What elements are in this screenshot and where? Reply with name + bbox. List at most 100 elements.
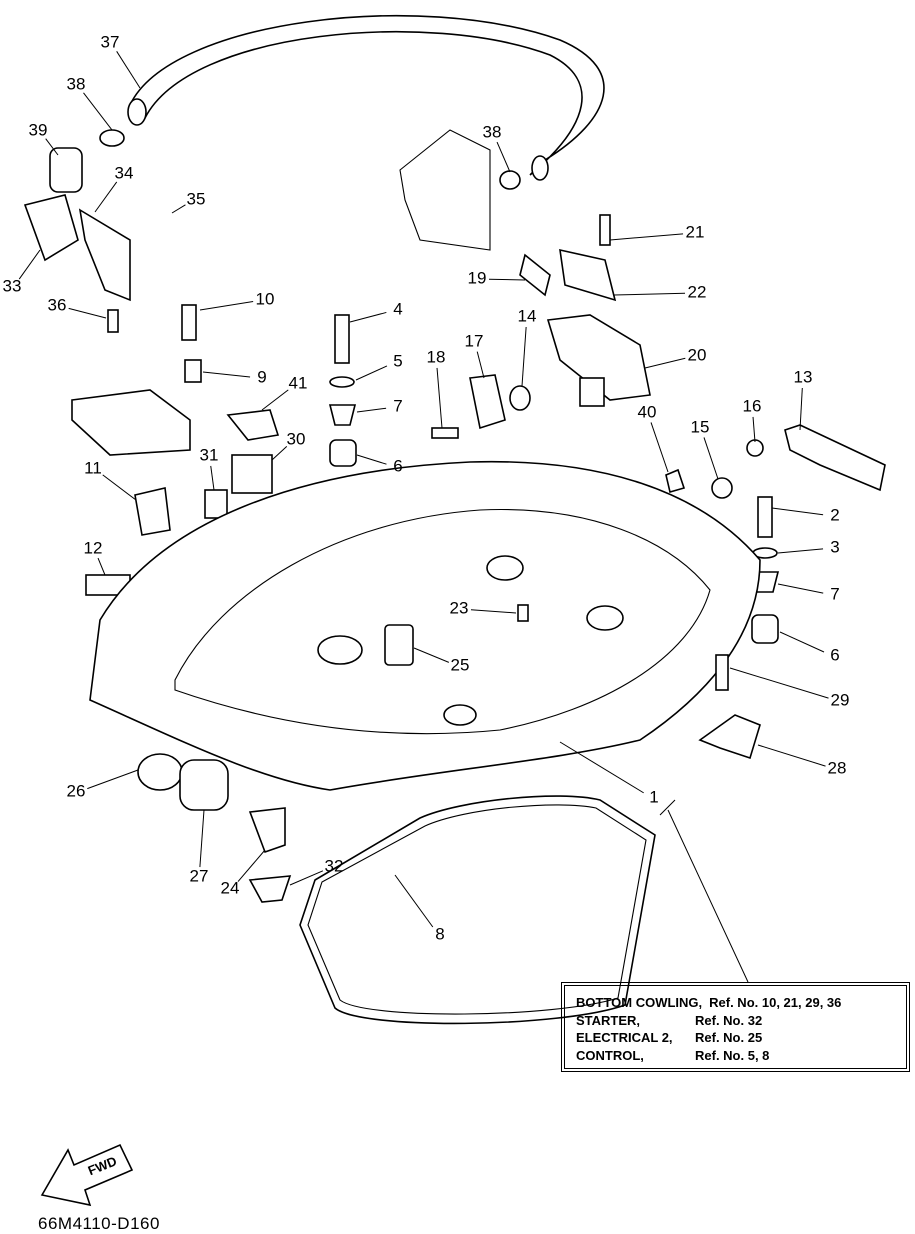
leader-line	[613, 292, 686, 296]
callout-29: 29	[831, 690, 850, 709]
mount-hole	[317, 635, 363, 665]
leader-line	[356, 454, 387, 465]
table-leader-line	[659, 799, 749, 983]
mount-hole	[586, 605, 624, 631]
callout-12: 12	[84, 538, 103, 557]
hose	[129, 15, 605, 176]
callout-27: 27	[190, 866, 209, 885]
grommet-25	[384, 624, 414, 666]
callout-28: 28	[828, 758, 847, 777]
callout-6: 6	[830, 645, 839, 664]
leader-line	[771, 507, 824, 516]
callout-20: 20	[688, 345, 707, 364]
callout-39: 39	[29, 120, 48, 139]
diagram-code: 66M4110-D160	[38, 1214, 160, 1233]
bracket-34	[78, 208, 131, 302]
leader-line	[87, 769, 139, 790]
leader-line	[777, 548, 824, 554]
ref-group: BOTTOM COWLING,	[576, 995, 703, 1010]
callout-25: 25	[451, 655, 470, 674]
bolt-29	[715, 654, 729, 691]
tab	[579, 377, 605, 407]
collar-9	[184, 359, 202, 383]
leader-line	[271, 446, 288, 461]
leader-line	[349, 311, 387, 323]
leader-line	[210, 465, 215, 491]
leader-line	[83, 92, 113, 131]
callout-1: 1	[649, 787, 658, 806]
washer-5	[329, 376, 355, 388]
leader-line	[237, 849, 266, 882]
callout-26: 26	[67, 781, 86, 800]
callout-31: 31	[200, 445, 219, 464]
bolt-4	[334, 314, 350, 364]
ref-row: ELECTRICAL 2,Ref. No. 25	[576, 1029, 906, 1047]
leader-line	[650, 422, 669, 473]
leader-line	[496, 141, 511, 173]
leader-line	[289, 870, 324, 886]
mount-hole	[443, 704, 477, 726]
leader-line	[413, 647, 450, 663]
callout-30: 30	[287, 429, 306, 448]
leader-line	[436, 367, 443, 429]
leader-line	[199, 809, 205, 868]
leader-line	[356, 407, 387, 413]
callout-41: 41	[289, 373, 308, 392]
leader-line	[644, 357, 686, 369]
callout-24: 24	[221, 878, 240, 897]
callout-6: 6	[393, 456, 402, 475]
callout-13: 13	[794, 367, 813, 386]
callout-16: 16	[743, 396, 762, 415]
ref-group: CONTROL,	[576, 1047, 644, 1063]
clamp	[99, 129, 125, 147]
seal-8	[299, 795, 656, 1025]
leader-line	[476, 351, 485, 379]
bracket-assembly	[71, 389, 191, 456]
bolt-10	[181, 304, 197, 341]
clamp	[499, 170, 521, 190]
leader-line	[488, 278, 526, 281]
callout-14: 14	[518, 306, 537, 325]
leader-line	[729, 667, 829, 699]
label-41	[226, 409, 280, 441]
collar-7	[328, 404, 357, 426]
leader-line	[97, 557, 106, 576]
callout-21: 21	[686, 222, 705, 241]
switch-28	[698, 714, 761, 760]
leader-line	[470, 609, 517, 614]
leader-line	[102, 474, 137, 501]
leader-line	[609, 233, 684, 241]
bolt-18	[431, 427, 459, 439]
callout-7: 7	[393, 396, 402, 415]
bottom-cowling-1	[89, 460, 761, 791]
bushing-15	[711, 477, 733, 499]
callout-9: 9	[257, 367, 266, 386]
grommet-32	[248, 875, 292, 903]
ref-numbers: Ref. No. 10, 21, 29, 36	[709, 995, 842, 1010]
carburetor-outline	[399, 129, 491, 251]
cowling-inner-rim	[174, 508, 711, 735]
leader-line	[521, 326, 527, 387]
holder-30	[231, 454, 273, 494]
callout-22: 22	[688, 282, 707, 301]
ref-group: STARTER,	[576, 1012, 641, 1028]
leader-line	[202, 371, 251, 378]
bracket-17	[469, 374, 506, 430]
grommet-27	[179, 759, 229, 811]
callout-3: 3	[830, 537, 839, 556]
callout-10: 10	[256, 289, 275, 308]
leader-lines	[18, 51, 829, 983]
mount-hole	[486, 555, 524, 581]
bolt-36	[107, 309, 119, 333]
ref-group: ELECTRICAL 2,	[576, 1030, 673, 1045]
callout-32: 32	[325, 856, 344, 875]
leader-line	[94, 181, 118, 213]
bolt-21	[599, 214, 611, 246]
grommet-39	[49, 147, 83, 193]
label-40	[665, 468, 686, 493]
ref-row: BOTTOM COWLING, Ref. No. 10, 21, 29, 36	[576, 994, 906, 1012]
leader-line	[757, 744, 826, 767]
washer-16	[746, 439, 764, 457]
grommet-6b	[751, 614, 779, 644]
